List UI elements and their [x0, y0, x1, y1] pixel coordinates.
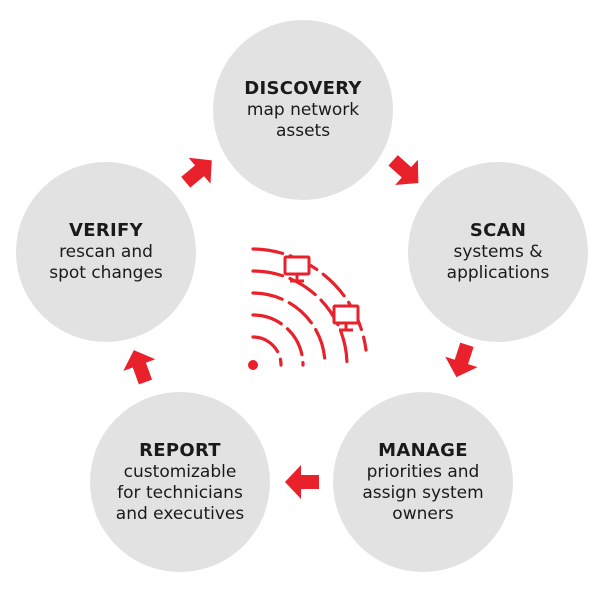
- arrow-scan-to-manage-icon: [445, 342, 478, 378]
- step-verify: VERIFY rescan and spot changes: [16, 162, 196, 342]
- arrow-manage-to-report-icon: [285, 465, 319, 499]
- arrow-discovery-to-scan-icon: [388, 155, 419, 185]
- step-scan-desc: systems & applications: [446, 242, 550, 283]
- step-verify-title: VERIFY: [69, 220, 143, 241]
- step-manage: MANAGE priorities and assign system owne…: [333, 392, 513, 572]
- step-discovery-desc: map network assets: [246, 100, 360, 141]
- step-discovery-title: DISCOVERY: [244, 78, 362, 99]
- step-manage-title: MANAGE: [378, 439, 468, 461]
- arrow-verify-to-discovery-icon: [181, 157, 212, 188]
- network-scan-icon: [248, 247, 368, 370]
- step-discovery: DISCOVERY map network assets: [213, 20, 393, 200]
- monitor-icon: [332, 304, 360, 332]
- arrow-report-to-verify-icon: [123, 350, 156, 385]
- step-scan-title: SCAN: [469, 220, 527, 241]
- step-scan: SCAN systems & applications: [408, 162, 588, 342]
- step-report: REPORT customizable for technicians and …: [90, 392, 270, 572]
- monitor-icon: [283, 255, 311, 283]
- step-report-title: REPORT: [139, 439, 221, 461]
- step-manage-desc: priorities and assign system owners: [362, 461, 484, 524]
- step-verify-desc: rescan and spot changes: [49, 242, 163, 283]
- step-report-desc: customizable for technicians and executi…: [115, 461, 245, 524]
